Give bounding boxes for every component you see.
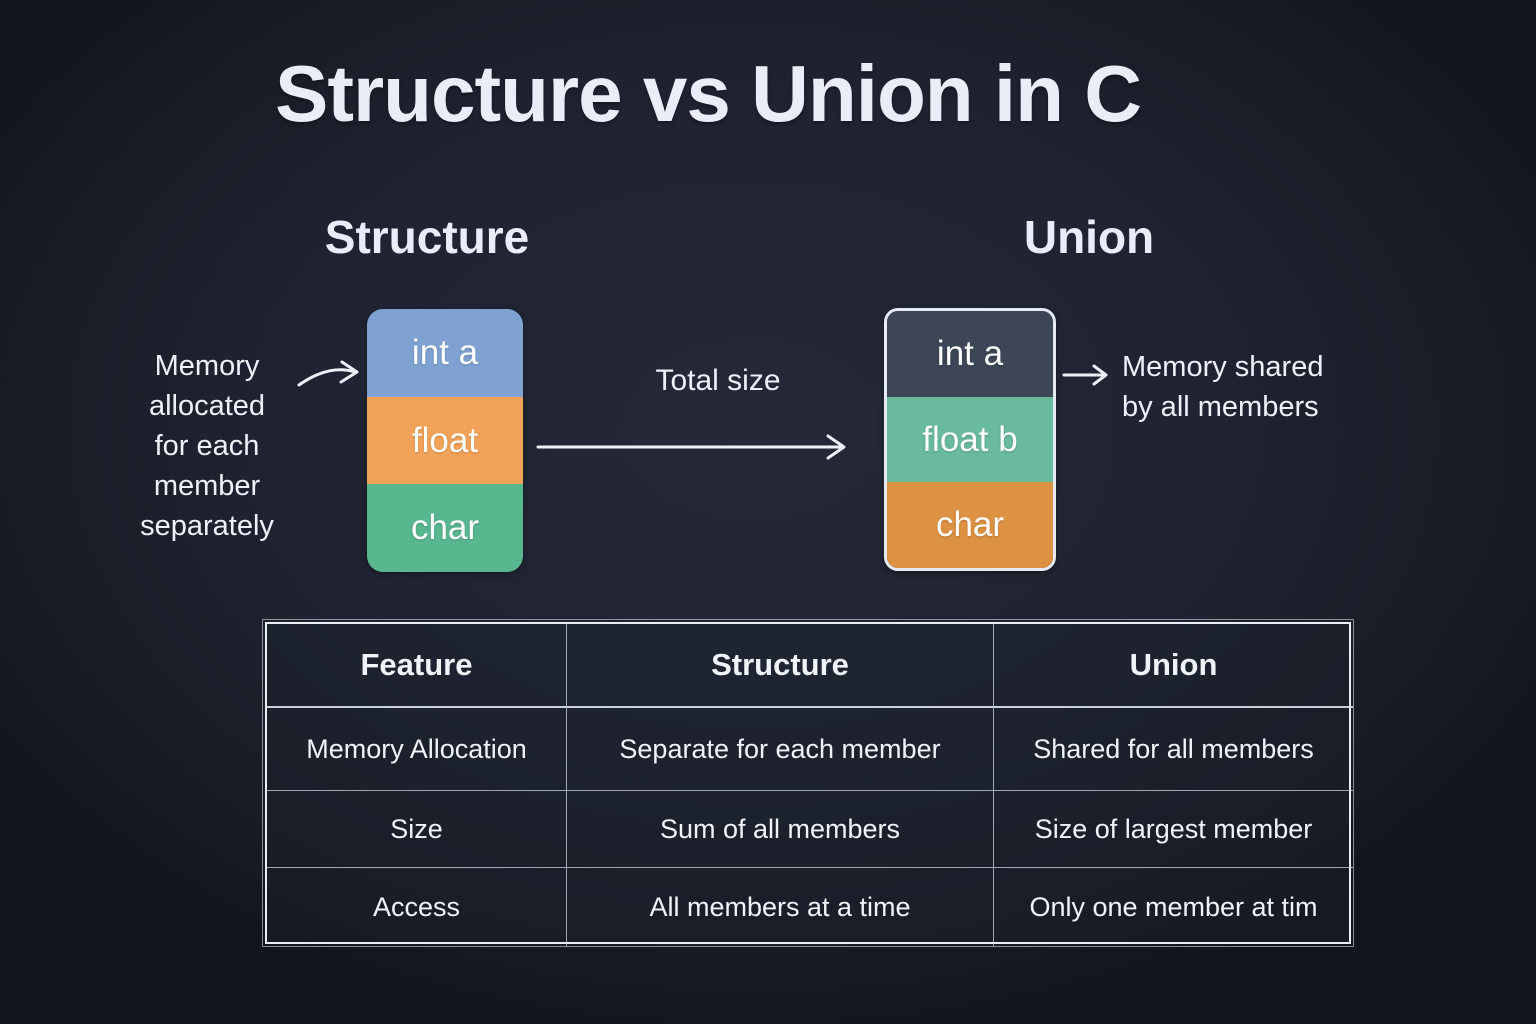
structure-heading: Structure (324, 211, 530, 263)
table-cell-access-union: Only one member at tim (1029, 891, 1318, 922)
union-member-float: float b (887, 396, 1053, 483)
structure-member-int-label: int a (411, 332, 479, 372)
structure-member-float-label: float (411, 420, 479, 460)
table-cell-access-feature: Access (267, 868, 567, 946)
union-annotation: Memory shared by all members (1122, 351, 1324, 423)
table-cell-size-feature: Size (267, 791, 567, 868)
structure-annotation: Memory allocated for each member separat… (140, 350, 274, 542)
table-cell-memory-structure: Separate for each member (567, 708, 994, 791)
union-member-char: char (887, 482, 1053, 568)
table-cell-memory-feature: Memory Allocation (267, 708, 567, 791)
curved-arrow-icon (297, 360, 359, 387)
page-title: Structure vs Union in C (275, 49, 1142, 138)
table-cell-access-structure: All members at a time (567, 868, 994, 946)
union-memory-box: int a float b char (884, 308, 1056, 571)
structure-member-float: float (367, 396, 523, 485)
total-size-label: Total size (655, 364, 781, 397)
structure-member-char: char (367, 484, 523, 572)
structure-member-int: int a (367, 309, 523, 397)
comparison-table: Feature Structure Union Memory Allocatio… (262, 619, 1354, 947)
union-member-char-label: char (935, 505, 1005, 545)
total-size-arrow-icon (536, 434, 846, 460)
table-header-feature: Feature (267, 624, 567, 708)
union-member-int: int a (887, 311, 1053, 397)
structure-member-char-label: char (410, 508, 480, 548)
union-heading: Union (1023, 211, 1155, 263)
union-member-float-label: float b (922, 419, 1018, 459)
table-header-structure: Structure (567, 624, 994, 708)
table-cell-size-union: Size of largest member (994, 791, 1353, 868)
table-header-union: Union (994, 624, 1353, 708)
table-cell-size-structure: Sum of all members (567, 791, 994, 868)
table-cell-memory-union: Shared for all members (994, 708, 1353, 791)
structure-memory-box: int a float char (367, 309, 523, 572)
union-member-int-label: int a (936, 333, 1004, 373)
union-arrow-icon (1062, 364, 1108, 386)
